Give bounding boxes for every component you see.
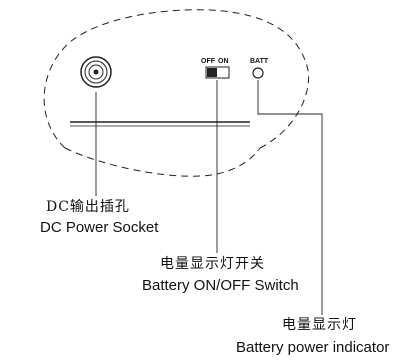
battery-indicator-led-icon: [252, 67, 264, 79]
battery-indicator-label-zh: 电量显示灯: [282, 317, 357, 333]
leader-line-battery-indicator: [257, 80, 323, 315]
switch-on-label: ON: [218, 58, 229, 65]
dc-socket-label-zh: DC输出插孔: [46, 199, 130, 215]
dashed-outline-bottom: [64, 147, 261, 177]
battery-switch-label-en: Battery ON/OFF Switch: [142, 277, 299, 294]
battery-switch-label-zh: 电量显示灯开关: [160, 256, 265, 272]
dc-power-socket-icon: [80, 56, 112, 88]
battery-switch-icon: [205, 66, 230, 79]
dc-socket-label-en: DC Power Socket: [40, 219, 159, 236]
switch-off-label: OFF: [201, 58, 215, 65]
battery-indicator-label-en: Battery power indicator: [236, 339, 390, 356]
dashed-outline: [43, 9, 310, 149]
batt-label: BATT: [250, 58, 269, 65]
